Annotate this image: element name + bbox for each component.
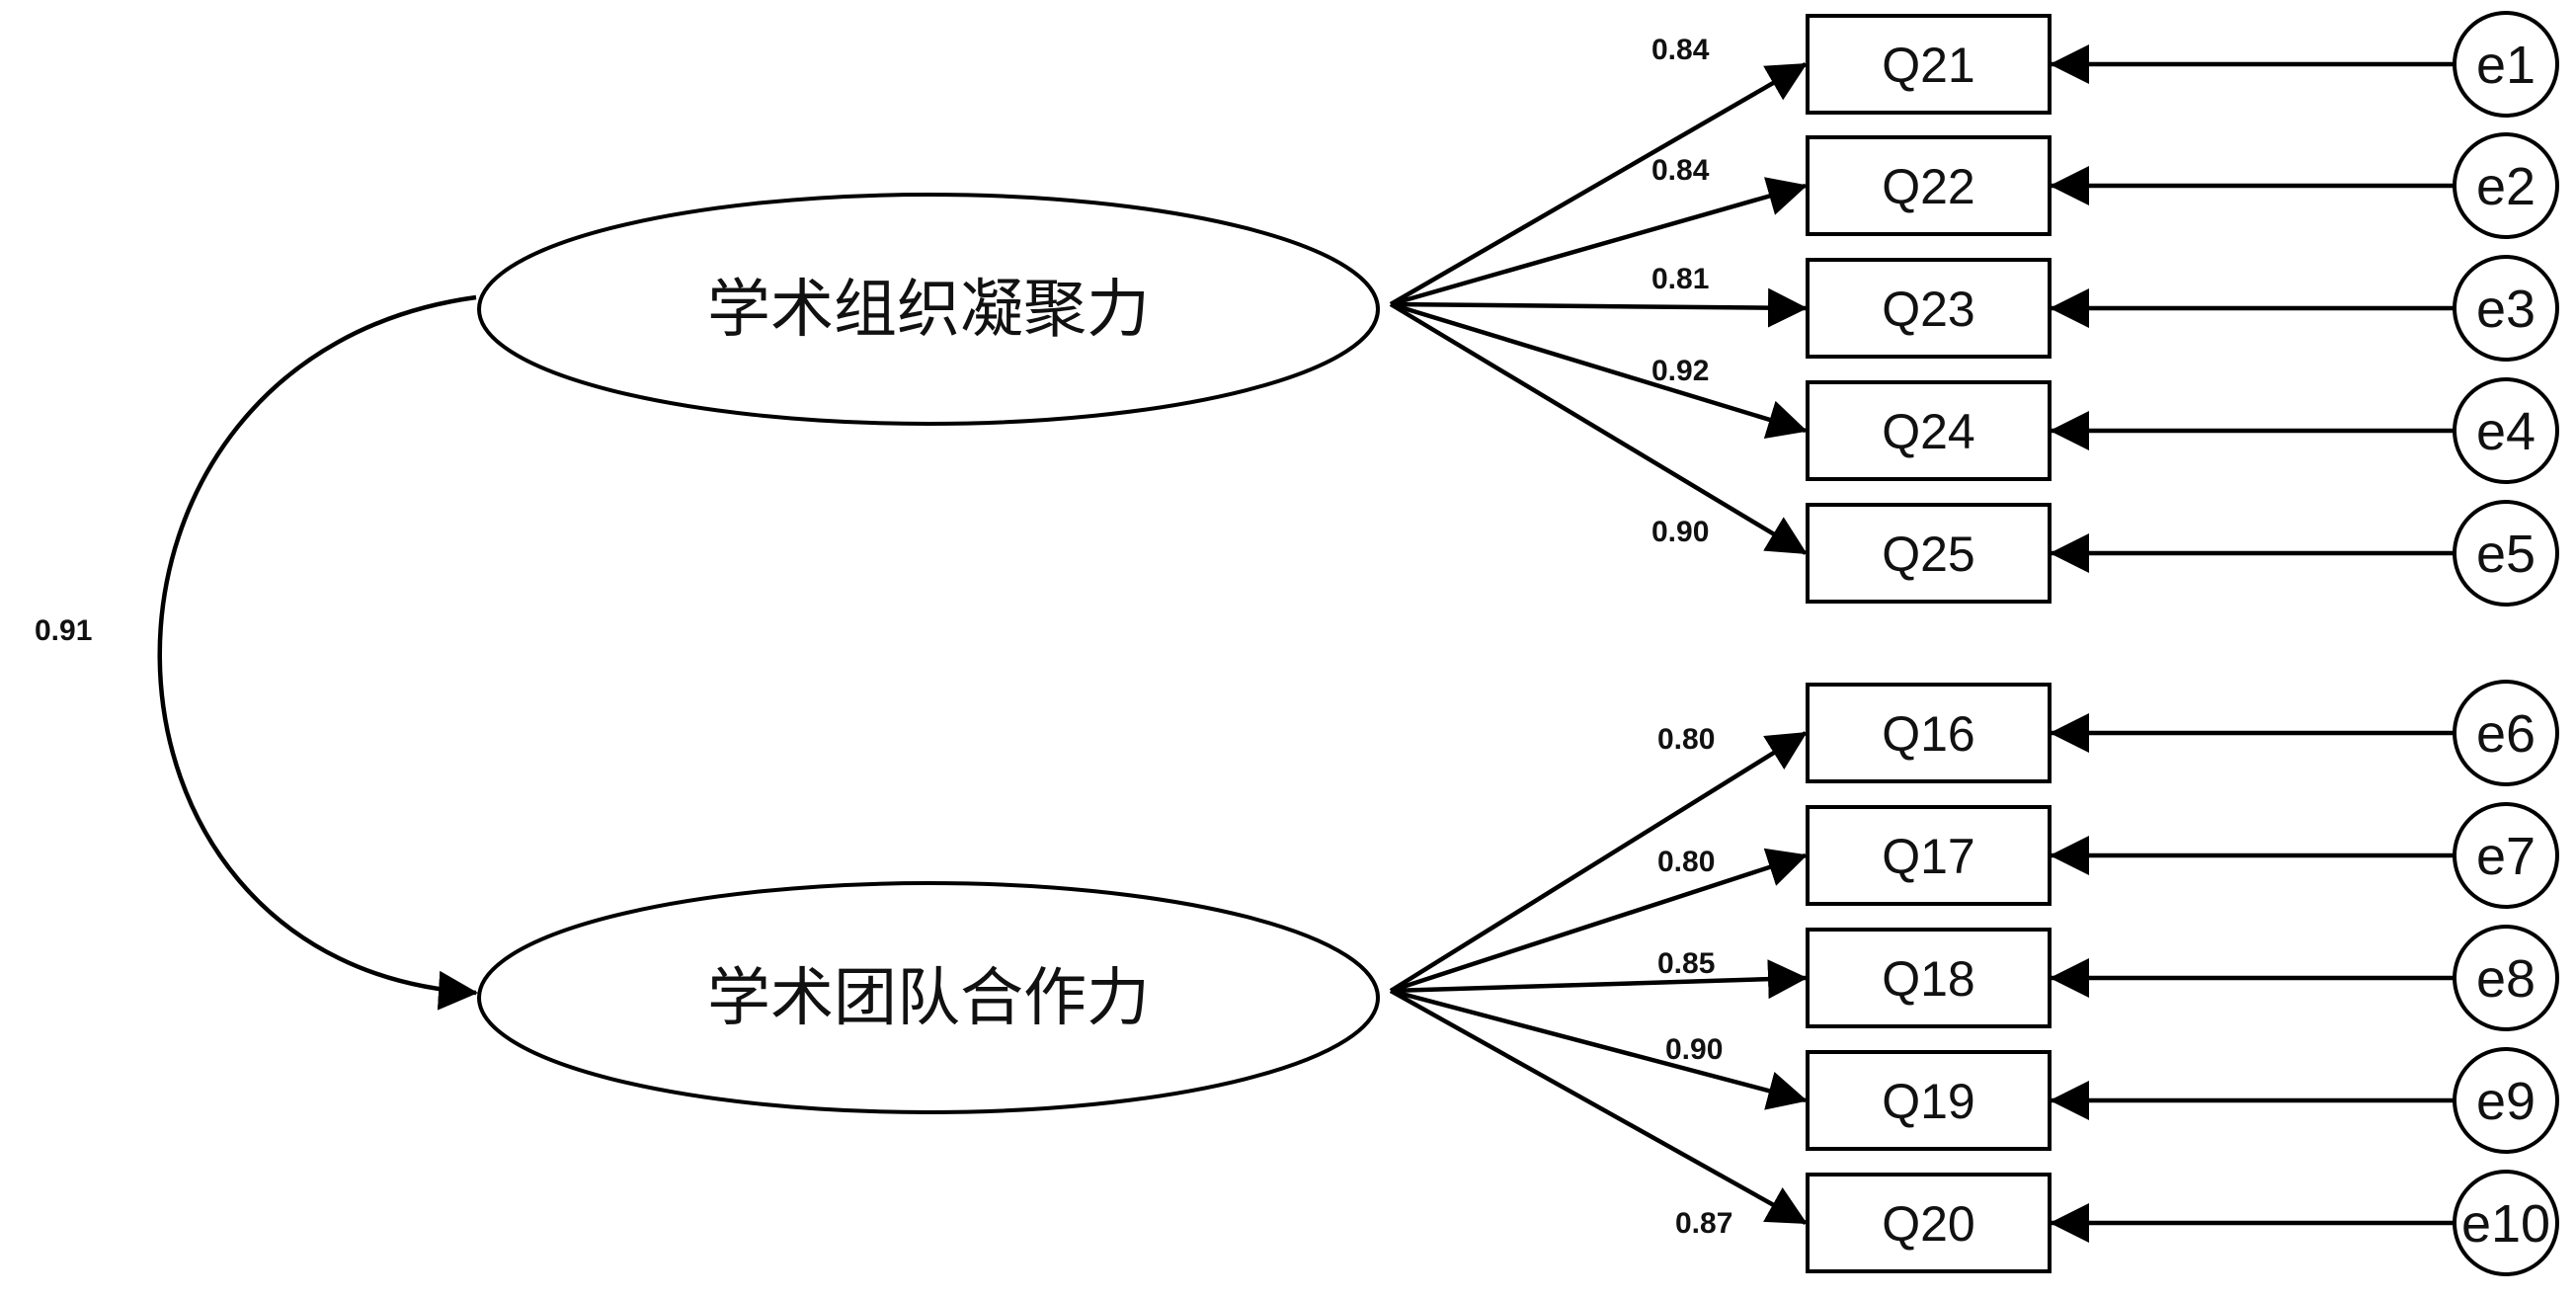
indicator-box-3: Q23 bbox=[1806, 258, 2052, 359]
error-label-5: e5 bbox=[2476, 525, 2536, 584]
error-label-7: e7 bbox=[2476, 827, 2536, 886]
error-term-2: e2 bbox=[2453, 132, 2559, 239]
error-term-6: e6 bbox=[2453, 680, 2559, 786]
loading-label-1: 0.84 bbox=[1651, 34, 1710, 66]
indicator-label-2: Q22 bbox=[1882, 159, 1975, 214]
indicator-box-6: Q16 bbox=[1806, 683, 2052, 783]
correlation-curve bbox=[157, 294, 478, 1011]
indicator-label-1: Q21 bbox=[1882, 38, 1975, 93]
indicator-label-4: Q24 bbox=[1882, 404, 1975, 459]
loading-arrow-6 bbox=[1389, 731, 1808, 993]
error-label-9: e9 bbox=[2476, 1072, 2536, 1131]
error-label-8: e8 bbox=[2476, 949, 2536, 1009]
loading-label-2: 0.84 bbox=[1651, 154, 1710, 187]
error-label-2: e2 bbox=[2476, 157, 2536, 216]
error-term-1: e1 bbox=[2453, 11, 2559, 118]
indicator-box-7: Q17 bbox=[1806, 805, 2052, 906]
loading-arrow-2 bbox=[1390, 177, 1808, 307]
error-label-3: e3 bbox=[2476, 280, 2536, 339]
indicator-label-5: Q25 bbox=[1882, 527, 1975, 582]
indicator-box-5: Q25 bbox=[1806, 503, 2052, 604]
indicator-label-10: Q20 bbox=[1882, 1196, 1975, 1252]
loading-arrow-1 bbox=[1389, 62, 1808, 306]
error-term-7: e7 bbox=[2453, 802, 2559, 909]
loading-label-6: 0.80 bbox=[1657, 723, 1715, 756]
indicator-box-8: Q18 bbox=[1806, 928, 2052, 1028]
loading-label-4: 0.92 bbox=[1651, 355, 1709, 387]
correlation-label: 0.91 bbox=[35, 614, 92, 647]
indicator-label-6: Q16 bbox=[1882, 706, 1975, 762]
error-term-3: e3 bbox=[2453, 255, 2559, 362]
error-label-6: e6 bbox=[2476, 704, 2536, 764]
error-term-9: e9 bbox=[2453, 1047, 2559, 1154]
error-label-10: e10 bbox=[2461, 1194, 2550, 1254]
indicator-label-7: Q17 bbox=[1882, 829, 1975, 884]
loading-label-5: 0.90 bbox=[1651, 516, 1709, 548]
latent-factor-2-label: 学术团队合作力 bbox=[707, 962, 1150, 1035]
latent-factor-1-label: 学术组织凝聚力 bbox=[707, 274, 1150, 347]
error-label-4: e4 bbox=[2476, 402, 2536, 461]
loading-label-3: 0.81 bbox=[1651, 263, 1709, 295]
loading-label-10: 0.87 bbox=[1675, 1207, 1732, 1240]
loading-arrow-9 bbox=[1390, 988, 1808, 1110]
indicator-box-2: Q22 bbox=[1806, 135, 2052, 236]
error-term-5: e5 bbox=[2453, 500, 2559, 607]
loading-label-8: 0.85 bbox=[1657, 947, 1715, 980]
error-label-1: e1 bbox=[2476, 36, 2536, 95]
indicator-box-10: Q20 bbox=[1806, 1173, 2052, 1273]
loading-label-7: 0.80 bbox=[1657, 846, 1715, 878]
error-term-4: e4 bbox=[2453, 377, 2559, 484]
loading-arrow-3 bbox=[1390, 287, 1808, 328]
indicator-box-4: Q24 bbox=[1806, 380, 2052, 481]
latent-factor-1: 学术组织凝聚力 bbox=[477, 193, 1380, 426]
loading-label-9: 0.90 bbox=[1665, 1033, 1723, 1066]
loading-arrow-4 bbox=[1390, 301, 1808, 440]
indicator-box-9: Q19 bbox=[1806, 1050, 2052, 1151]
indicator-label-9: Q19 bbox=[1882, 1074, 1975, 1129]
loading-arrow-10 bbox=[1389, 989, 1808, 1225]
loading-arrow-7 bbox=[1390, 848, 1808, 994]
indicator-box-1: Q21 bbox=[1806, 14, 2052, 115]
latent-factor-2: 学术团队合作力 bbox=[477, 881, 1380, 1114]
error-term-8: e8 bbox=[2453, 925, 2559, 1031]
loading-arrow-5 bbox=[1389, 302, 1808, 555]
indicator-label-3: Q23 bbox=[1882, 282, 1975, 337]
error-term-10: e10 bbox=[2453, 1170, 2559, 1276]
loading-arrow-8 bbox=[1390, 959, 1808, 1000]
indicator-label-8: Q18 bbox=[1882, 951, 1975, 1007]
